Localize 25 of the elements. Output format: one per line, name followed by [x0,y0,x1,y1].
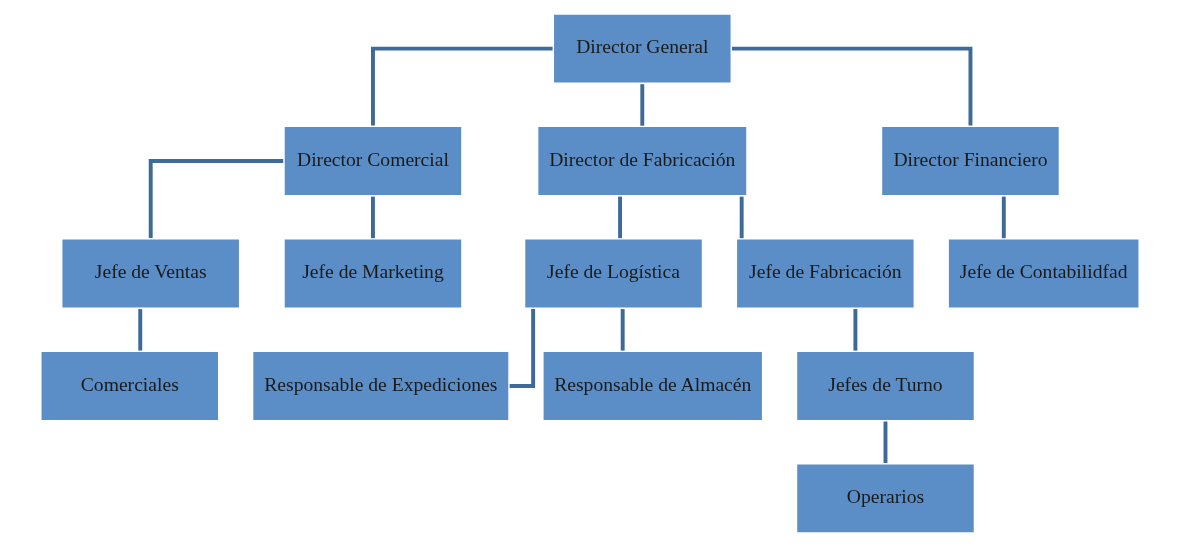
connector [617,196,622,239]
node-box: Jefe de Marketing [281,236,464,311]
node-box: Director de Fabricación [535,124,749,198]
node-box: Jefes de Turno [794,349,976,423]
node-box: Operarios [794,461,976,535]
connector [1001,196,1006,239]
connector [137,309,142,351]
connector [852,309,857,351]
node-box: Responsable de Expediciones [250,349,511,423]
connector [739,196,744,239]
node-box: Jefe de Logística [522,236,704,311]
connector [620,309,625,351]
node-box: Comerciales [38,349,221,423]
connector [639,84,644,126]
connector [148,159,283,238]
connector [731,46,972,126]
connector [370,46,553,126]
connector [370,196,375,239]
node-box: Jefe de Contabilidfad [945,236,1141,311]
node-box: Jefe de Ventas [59,236,242,311]
node-box: Director Financiero [879,124,1061,198]
node-box: Director Comercial [281,124,464,198]
node-box: Responsable de Almacén [540,349,765,423]
connector [509,309,535,388]
connector [883,421,887,464]
